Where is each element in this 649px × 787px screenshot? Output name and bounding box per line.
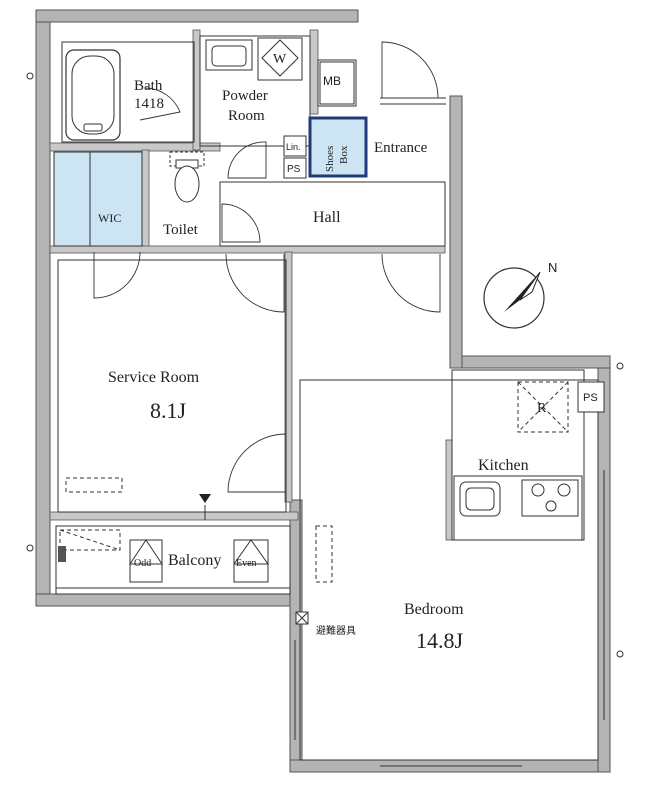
exterior-walls xyxy=(35,9,611,773)
shoes-box-label-2: Box xyxy=(338,145,350,164)
bedroom-label: Bedroom xyxy=(404,601,464,618)
room-outlines xyxy=(55,35,599,761)
shoes-box-label-1: Shoes xyxy=(324,146,336,172)
washer xyxy=(257,37,303,81)
service-room-label: Service Room xyxy=(108,369,200,386)
bathtub xyxy=(65,49,121,141)
linen-label: Lin. xyxy=(286,142,301,152)
mb-label: MB xyxy=(323,74,341,88)
marker-dot xyxy=(26,72,34,80)
marker-dot xyxy=(616,650,624,658)
balcony-dashed-box xyxy=(59,529,121,551)
bath-door-swing xyxy=(139,87,181,121)
kitchen-counter xyxy=(453,475,583,541)
service-room-dashed-box xyxy=(65,477,123,493)
ps-box-kitchen xyxy=(577,381,605,413)
refrigerator-label: R xyxy=(537,401,547,416)
toilet xyxy=(169,151,205,203)
balcony-drain xyxy=(58,546,66,562)
powder-door-swing xyxy=(227,141,267,179)
service-room-door-swing-top xyxy=(93,251,141,299)
bath-label: Bath xyxy=(134,78,163,94)
compass: N xyxy=(483,260,557,329)
balcony-dashed-diagonal xyxy=(59,529,121,551)
even-unit-box xyxy=(233,539,269,583)
kitchen-label: Kitchen xyxy=(478,457,529,474)
escape-hatch xyxy=(295,611,309,625)
bath-size-label: 1418 xyxy=(134,96,164,112)
ps-kitchen-label: PS xyxy=(583,392,598,404)
even-label: Even xyxy=(236,558,257,569)
ps-hall-label: PS xyxy=(287,164,301,175)
hall-label: Hall xyxy=(313,209,341,226)
powder-basin xyxy=(205,39,253,71)
powder-room-label-1: Powder xyxy=(222,88,268,104)
powder-room-label-2: Room xyxy=(228,108,265,124)
marker-dot xyxy=(26,544,34,552)
odd-label: Odd xyxy=(134,558,151,569)
marker-triangle xyxy=(199,494,211,503)
odd-unit-box xyxy=(129,539,163,583)
meter-box xyxy=(319,61,355,105)
washer-label: W xyxy=(273,52,287,67)
compass-label: N xyxy=(548,260,557,275)
linen-box xyxy=(283,135,307,157)
shoes-box xyxy=(308,116,368,178)
toilet-door-swing xyxy=(221,203,261,243)
toilet-label: Toilet xyxy=(163,222,199,238)
wic-label: WIC xyxy=(98,211,121,225)
ps-box-hall xyxy=(283,157,307,179)
hall-door-swing-left xyxy=(225,253,285,313)
wic-closet xyxy=(53,151,143,247)
marker-dot xyxy=(616,362,624,370)
balcony-label: Balcony xyxy=(168,552,221,569)
bedroom-size: 14.8J xyxy=(416,628,464,653)
interior-walls xyxy=(49,29,453,541)
refrigerator-space xyxy=(517,381,569,433)
escape-device-label: 避難器具 xyxy=(316,624,356,637)
bedroom-dashed-storage xyxy=(315,525,333,583)
service-room-door-swing-right xyxy=(227,433,287,493)
entrance-label: Entrance xyxy=(374,140,428,156)
service-room-size: 8.1J xyxy=(150,398,187,423)
bedroom-door-swing xyxy=(381,253,441,313)
entrance-door-swing xyxy=(381,41,439,99)
